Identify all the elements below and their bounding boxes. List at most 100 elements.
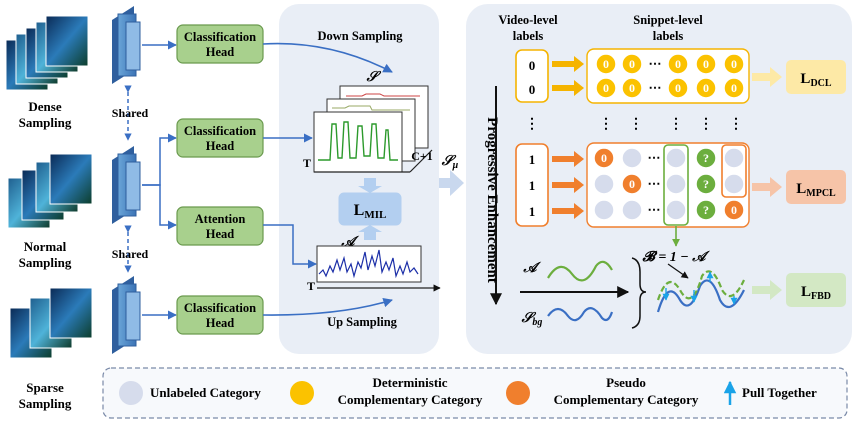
- snippet-circle-unlabeled: [621, 199, 643, 221]
- down-sampling-label: Down Sampling: [317, 29, 403, 43]
- arrow-a-to-mil: [358, 225, 382, 240]
- classification-head-bottom: Classification Head: [176, 295, 264, 335]
- up-sampling-label: Up Sampling: [327, 315, 398, 329]
- up-sampling-arrow: [262, 297, 393, 316]
- snippet-label: 0: [629, 81, 635, 95]
- snippet-circle-pseudo: [723, 199, 745, 221]
- snippet-circle-deterministic: [595, 53, 617, 75]
- dense-sampling-line2: Sampling: [19, 115, 72, 130]
- brace: [631, 257, 647, 329]
- bottom-video-label-1: 1: [529, 178, 536, 193]
- normal-sampling-line1: Normal: [24, 239, 67, 254]
- snippet-label: 0: [629, 177, 635, 191]
- snippet-circle-deterministic: [621, 53, 643, 75]
- snippet-circle-deterministic: [621, 77, 643, 99]
- snippet-circle-unlabeled: [593, 173, 615, 195]
- shared-label-top: Shared: [112, 106, 149, 120]
- snippet-label: 0: [731, 203, 737, 217]
- top-video-label-0: 0: [529, 58, 536, 73]
- merged-blue-curve: [656, 279, 745, 313]
- legend-pseudo-line1: Pseudo: [606, 375, 646, 390]
- snippet-labels-line2: labels: [653, 29, 684, 43]
- snippet-circle-unlabeled: [593, 199, 615, 221]
- sparse-sampling-line1: Sparse: [26, 380, 64, 395]
- snippet-circle-unlabeled: [665, 147, 687, 169]
- normal-sampling-line2: Sampling: [19, 255, 72, 270]
- encoder-middle: [112, 146, 141, 224]
- vdots-col3: ⋮: [669, 117, 683, 132]
- s-mu-label: 𝒮μ: [441, 154, 459, 171]
- snippet-circle-deterministic: [695, 53, 717, 75]
- head2-line2: Head: [206, 139, 235, 153]
- snippet-circle-deterministic: [723, 77, 745, 99]
- bottom-row-ellipsis: ⋯: [648, 202, 661, 217]
- middle-panel: [279, 4, 439, 354]
- s-t-label: T: [303, 156, 311, 170]
- loss-mpcl-label: LMPCL: [796, 181, 836, 199]
- loss-fbd-label: LFBD: [801, 284, 831, 302]
- snippet-circle-deterministic: [595, 77, 617, 99]
- legend-deterministic-line1: Deterministic: [372, 375, 447, 390]
- top-arrow-0: [552, 56, 584, 72]
- arrow-dcl: [752, 67, 782, 87]
- legend-deterministic-icon: [290, 381, 314, 405]
- top-video-label-box: [515, 49, 549, 103]
- head4-line1: Classification: [184, 301, 256, 315]
- snippet-label: ?: [703, 151, 709, 165]
- green-highlight-column: [663, 144, 689, 226]
- orange-highlight-column: [721, 144, 747, 198]
- arrow-mpcl: [752, 177, 782, 197]
- a-t-label: T: [307, 279, 315, 293]
- legend-box: [102, 367, 848, 419]
- snippet-label: 0: [703, 81, 709, 95]
- s-bg-curve: [547, 307, 614, 322]
- snippet-circle-pseudo: [593, 147, 615, 169]
- loss-mpcl-box: LMPCL: [786, 170, 846, 204]
- snippet-label: 0: [731, 57, 737, 71]
- snippet-label: 0: [629, 57, 635, 71]
- snippet-circle-uncertain: [695, 147, 717, 169]
- vdots-col4: ⋮: [699, 117, 713, 132]
- classification-head-top: Classification Head: [176, 24, 264, 64]
- snippet-circle-unlabeled: [665, 173, 687, 195]
- arrow-attention-a: [263, 224, 317, 269]
- snippet-label: 0: [603, 81, 609, 95]
- s-class-axis: [409, 149, 433, 173]
- video-labels-line2: labels: [513, 29, 544, 43]
- snippet-label: 0: [731, 81, 737, 95]
- head3-line2: Head: [206, 227, 235, 241]
- snippet-circle-uncertain: [695, 173, 717, 195]
- snippet-label: 0: [675, 57, 681, 71]
- head4-line2: Head: [206, 316, 235, 330]
- snippet-label: ?: [703, 203, 709, 217]
- legend-pseudo-line2: Complementary Category: [554, 392, 699, 407]
- legend-pull-text: Pull Together: [742, 385, 817, 400]
- sparse-frames: [9, 287, 93, 359]
- arrow-enc-head3: [142, 184, 177, 230]
- mil-loss-label: LMIL: [354, 202, 387, 221]
- encoder-bottom: [112, 276, 141, 354]
- attention-plot: [316, 245, 422, 283]
- top-row-ellipsis: ⋯: [649, 80, 662, 95]
- top-row-ellipsis: ⋯: [649, 56, 662, 71]
- a-curve-right: [547, 260, 613, 282]
- legend-pseudo-icon: [506, 381, 530, 405]
- snippet-circle-uncertain: [695, 199, 717, 221]
- encoder-top: [112, 6, 141, 84]
- s-mu-arrow: [439, 170, 464, 196]
- bottom-arrow-2: [552, 203, 584, 219]
- down-sampling-arrow: [262, 42, 393, 73]
- snippet-circle-deterministic: [667, 77, 689, 99]
- attention-curve: [318, 249, 419, 279]
- snippet-label: 0: [601, 151, 607, 165]
- snippet-circle-unlabeled: [621, 147, 643, 169]
- classification-head-middle: Classification Head: [176, 118, 264, 158]
- snippet-label: ?: [703, 177, 709, 191]
- loss-dcl-box: LDCL: [786, 60, 846, 94]
- head1-line2: Head: [206, 45, 235, 59]
- bottom-snippet-row-1: 0⋯?: [593, 173, 745, 195]
- legend-unlabeled-icon: [119, 381, 143, 405]
- loss-fbd-box: LFBD: [786, 273, 846, 307]
- vdots-video: ⋮: [525, 117, 539, 132]
- video-labels-line1: Video-level: [498, 13, 558, 27]
